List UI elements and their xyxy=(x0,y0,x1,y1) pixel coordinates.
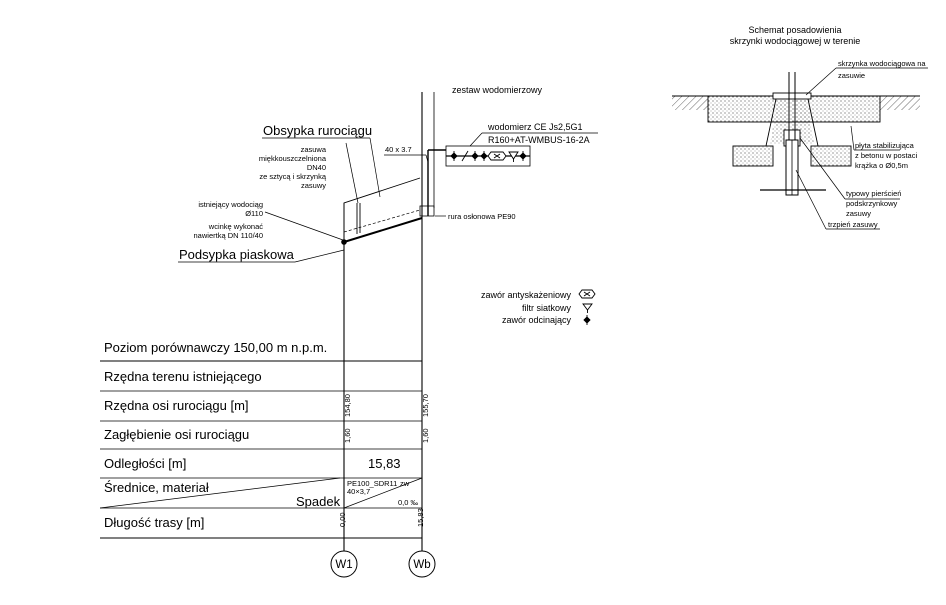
row-label-diameter: Średnice, materiał xyxy=(104,480,209,495)
shutoff-valve-icon xyxy=(519,151,527,161)
node-wb-label: Wb xyxy=(413,559,430,571)
row-label-distance: Odległości [m] xyxy=(104,456,186,471)
svg-text:Ø110: Ø110 xyxy=(245,209,263,218)
valve-note: zasuwa miękkouszczelniona DN40 ze sztycą… xyxy=(259,145,327,190)
material-suffix: zw xyxy=(400,479,410,488)
shutoff-valve-icon xyxy=(450,151,458,161)
pipe-profile xyxy=(341,92,531,245)
schema-label-stem: trzpień zasuwy xyxy=(828,220,878,229)
schema-title-1: Schemat posadowienia xyxy=(748,25,841,35)
shutoff-valve-icon xyxy=(583,315,591,325)
length-wb: 15,83 xyxy=(416,508,425,527)
svg-text:nawiertką DN 110/40: nawiertką DN 110/40 xyxy=(194,231,263,240)
row-label-terrain: Rzędna terenu istniejącego xyxy=(104,369,262,384)
distance-value: 15,83 xyxy=(368,456,401,471)
node-w1-label: W1 xyxy=(335,559,352,571)
legend-label-shutoff: zawór odcinający xyxy=(502,315,572,325)
pipe-dim-label: 40 x 3.7 xyxy=(385,145,412,154)
meter-line-2: R160+AT-WMBUS-16-2A xyxy=(488,135,590,145)
material-value: PE100_SDR11 xyxy=(347,479,397,488)
bedding-top-label: Obsypka rurociągu xyxy=(263,123,372,138)
backflow-valve-icon xyxy=(487,151,507,161)
meter-fittings xyxy=(450,150,527,162)
schema-label-plate: płyta stabilizująca z betonu w postaci k… xyxy=(855,141,917,170)
bedding-bottom-label: Podsypka piaskowa xyxy=(179,247,295,262)
slope-value: 0,0 ‰ xyxy=(398,498,419,507)
shutoff-valve-icon xyxy=(471,151,479,161)
svg-text:ze sztycą i skrzynką: ze sztycą i skrzynką xyxy=(259,172,327,181)
schema-title-2: skrzynki wodociągowej w terenie xyxy=(730,36,861,46)
shutoff-valve-icon xyxy=(480,151,488,161)
station-lines xyxy=(343,92,423,551)
svg-text:krążka o Ø0,5m: krążka o Ø0,5m xyxy=(855,161,908,170)
slope-label: Spadek xyxy=(296,494,341,509)
svg-text:istniejący wodociąg: istniejący wodociąg xyxy=(198,200,263,209)
svg-text:zasuwy: zasuwy xyxy=(301,181,326,190)
svg-text:zasuwie: zasuwie xyxy=(838,71,865,80)
row-label-depth: Zagłębienie osi rurociągu xyxy=(104,427,249,442)
existing-main-note: istniejący wodociąg Ø110 wcinkę wykonać … xyxy=(194,200,264,240)
diameter-value: 40×3,7 xyxy=(347,487,370,496)
legend-label-backflow: zawór antyskażeniowy xyxy=(481,290,572,300)
profile-table xyxy=(99,360,423,539)
legend-label-filter: filtr siatkowy xyxy=(522,303,572,313)
meter-set-label: zestaw wodomierzowy xyxy=(452,85,543,95)
svg-text:DN40: DN40 xyxy=(307,163,326,172)
svg-text:skrzynka wodociągowa na: skrzynka wodociągowa na xyxy=(838,59,926,68)
axis-elevation-wb: 155,70 xyxy=(421,394,430,417)
leader-lines xyxy=(178,132,598,263)
depth-w1: 1,60 xyxy=(343,428,352,443)
legend: zawór antyskażeniowy filtr siatkowy zawó… xyxy=(481,289,596,325)
svg-text:wcinkę wykonać: wcinkę wykonać xyxy=(208,222,263,231)
meter-line-1: wodomierz CE Js2,5G1 xyxy=(487,122,583,132)
schema-label-box: skrzynka wodociągowa na zasuwie xyxy=(838,59,926,80)
filter-icon xyxy=(461,150,469,162)
schema-label-rings: typowy pierścień podskrzynkowy zasuwy xyxy=(846,189,901,218)
svg-text:typowy pierścień: typowy pierścień xyxy=(846,189,901,198)
casing-pipe-label: rura osłonowa PE90 xyxy=(448,212,516,221)
svg-text:z betonu w postaci: z betonu w postaci xyxy=(855,151,917,160)
node-wb[interactable]: Wb xyxy=(408,550,436,578)
svg-text:płyta stabilizująca: płyta stabilizująca xyxy=(855,141,915,150)
svg-text:podskrzynkowy: podskrzynkowy xyxy=(846,199,898,208)
mesh-filter-icon xyxy=(582,303,593,313)
svg-text:zasuwy: zasuwy xyxy=(846,209,871,218)
axis-elevation-w1: 154,80 xyxy=(343,394,352,417)
schema-leaders xyxy=(795,67,928,230)
row-label-axis: Rzędna osi rurociągu [m] xyxy=(104,398,249,413)
node-w1[interactable]: W1 xyxy=(330,550,358,578)
mesh-filter-icon xyxy=(508,151,519,162)
row-label-length: Długość trasy [m] xyxy=(104,515,204,530)
depth-wb: 1,60 xyxy=(421,428,430,443)
length-w1: 0,00 xyxy=(338,512,347,527)
svg-text:zasuwa: zasuwa xyxy=(301,145,327,154)
installation-schematic xyxy=(672,72,920,196)
reference-level: Poziom porównawczy 150,00 m n.p.m. xyxy=(104,340,327,355)
svg-text:miękkouszczelniona: miękkouszczelniona xyxy=(259,154,327,163)
backflow-valve-icon xyxy=(578,289,596,299)
